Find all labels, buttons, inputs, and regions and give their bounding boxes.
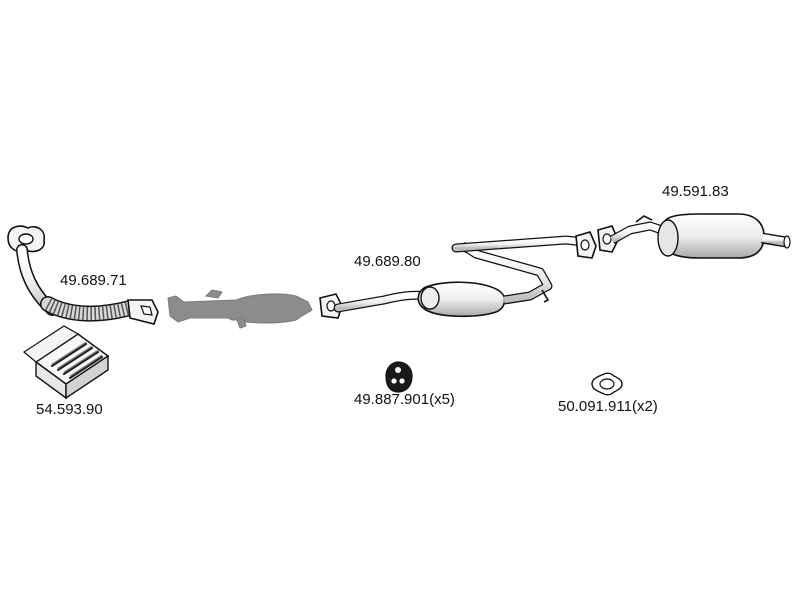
middle-silencer-part-number: 49.689.80 [354,253,421,270]
gasket-part-number: 50.091.911(x2) [558,398,658,415]
middle-silencer[interactable] [319,231,597,319]
catalytic-converter-not-included [167,289,313,329]
rubber-hanger[interactable] [385,361,413,393]
front-pipe-part-number: 49.689.71 [60,272,127,289]
rear-silencer-part-number: 49.591.83 [662,183,729,200]
mounting-kit-part-number: 54.593.90 [36,401,103,418]
mounting-kit-box[interactable] [22,325,110,400]
rear-silencer[interactable] [597,213,791,259]
gasket[interactable] [591,372,623,396]
front-pipe-flex-section [40,296,138,322]
rear-silencer-body [657,213,765,259]
middle-silencer-body [417,281,506,318]
front-pipe[interactable] [7,225,159,325]
front-pipe-flange [7,225,46,253]
rubber-hanger-part-number: 49.887.901(x5) [354,391,455,408]
bolts-icon [50,342,104,380]
